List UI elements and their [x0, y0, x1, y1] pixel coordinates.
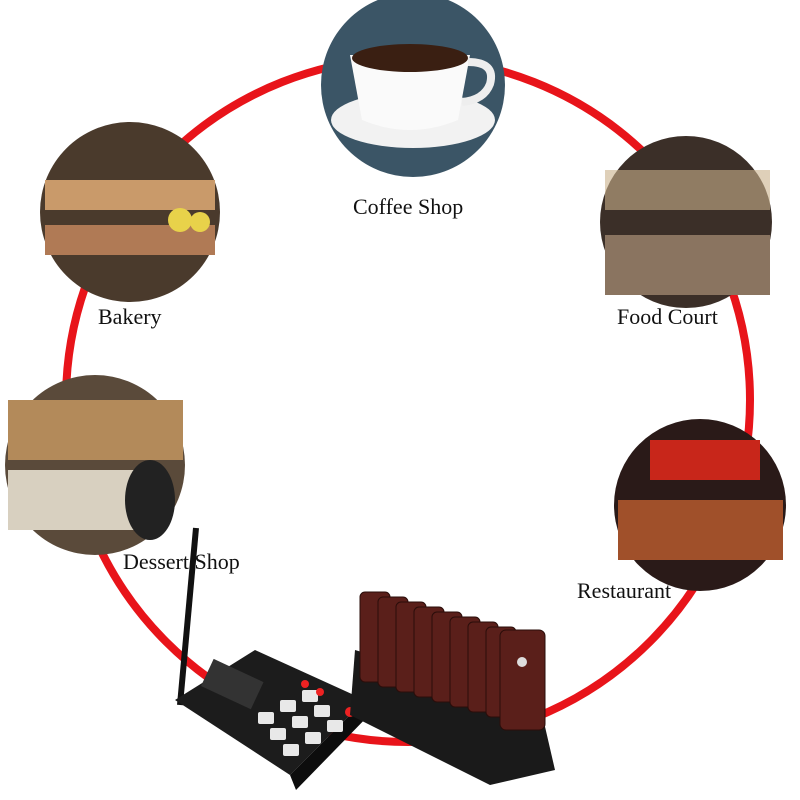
label-food-court: Food Court [617, 304, 718, 329]
restaurant-image [614, 419, 786, 591]
coffee-shop-image [321, 0, 505, 177]
pager-charging-base [350, 591, 555, 785]
label-bakery: Bakery [98, 304, 162, 329]
bakery-image [40, 122, 220, 302]
label-coffee-shop: Coffee Shop [353, 194, 464, 219]
food-court-image [600, 136, 772, 308]
dessert-shop-image [5, 375, 185, 555]
label-dessert-shop: Dessert Shop [123, 549, 240, 574]
label-restaurant: Restaurant [577, 578, 672, 603]
keypad-transmitter [175, 527, 372, 790]
